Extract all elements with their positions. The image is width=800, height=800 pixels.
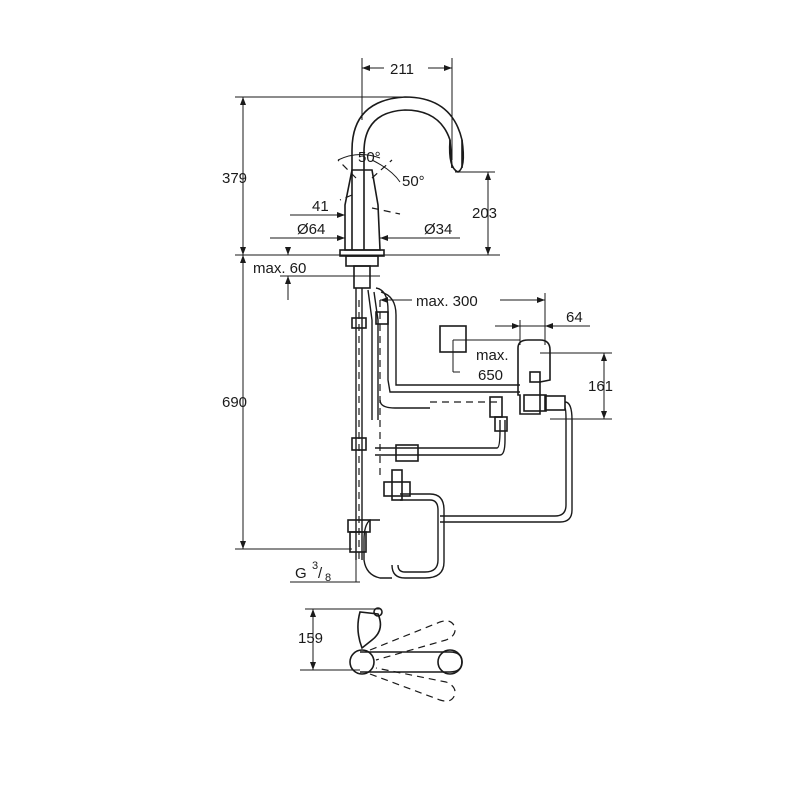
dim-max300-label: max. 300 — [416, 293, 478, 310]
thread-g: G — [295, 565, 307, 582]
dim-161-label: 161 — [588, 378, 613, 395]
thread-den: 8 — [325, 572, 331, 584]
dim-angle-right: 50° — [402, 173, 425, 190]
faucet-body — [337, 96, 465, 267]
dimension-41: 41 — [290, 198, 345, 218]
lever-top-view: 159 — [298, 607, 463, 702]
dim-d34-label: Ø34 — [424, 221, 452, 238]
dimension-max300: max. 300 — [380, 291, 546, 345]
dimension-64: 64 — [495, 309, 590, 345]
thread-slash: / — [318, 565, 323, 582]
dimension-690: 690 — [222, 255, 352, 550]
dim-max650-label-b: 650 — [478, 367, 503, 384]
dim-64-label: 64 — [566, 309, 583, 326]
thread-label: G 3 / 8 — [290, 552, 360, 584]
dim-41-label: 41 — [312, 198, 329, 215]
dim-211-label: 211 — [390, 61, 414, 78]
dimension-161: 161 — [540, 352, 613, 420]
dimension-379: 379 — [222, 96, 405, 255]
dim-d64-label: Ø64 — [297, 221, 325, 238]
dim-max60-label: max. 60 — [253, 260, 306, 277]
dimension-211: 211 — [361, 58, 453, 160]
dim-angle-left: 50° — [358, 149, 381, 166]
dim-203-label: 203 — [472, 205, 497, 222]
dimension-max60: max. 60 — [253, 247, 380, 300]
fittings — [347, 311, 508, 553]
thread-num: 3 — [312, 560, 318, 572]
dim-max650-label-a: max. — [476, 347, 509, 364]
dim-690-label: 690 — [222, 394, 247, 411]
dim-159-label: 159 — [298, 630, 323, 647]
dim-379-label: 379 — [222, 170, 247, 187]
dimension-203: 203 — [455, 171, 497, 255]
dimension-d34: Ø34 — [380, 221, 460, 241]
dimension-max650: max. 650 — [453, 347, 509, 384]
control-box — [517, 339, 566, 415]
dimension-d64: Ø64 — [270, 221, 345, 241]
